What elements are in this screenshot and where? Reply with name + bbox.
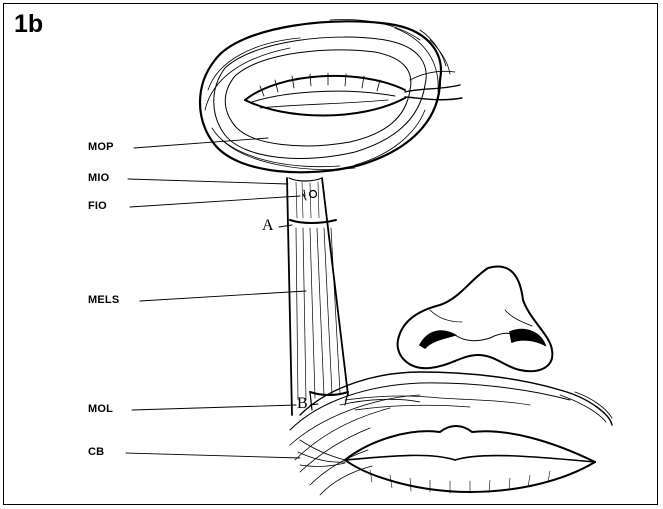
- label-point-b: B: [297, 395, 308, 413]
- label-point-a: A: [262, 217, 274, 235]
- label-cb: CB: [88, 446, 104, 458]
- lips-illustration: [290, 372, 612, 495]
- label-mop: MOP: [88, 141, 114, 153]
- label-mio: MIO: [88, 172, 109, 184]
- nose-illustration: [398, 267, 553, 372]
- muscle-strip-illustration: [287, 178, 348, 415]
- eye-muscle-illustration: [200, 20, 462, 173]
- label-mels: MELS: [88, 294, 119, 306]
- label-mol: MOL: [88, 403, 113, 415]
- label-fio: FIO: [88, 200, 107, 212]
